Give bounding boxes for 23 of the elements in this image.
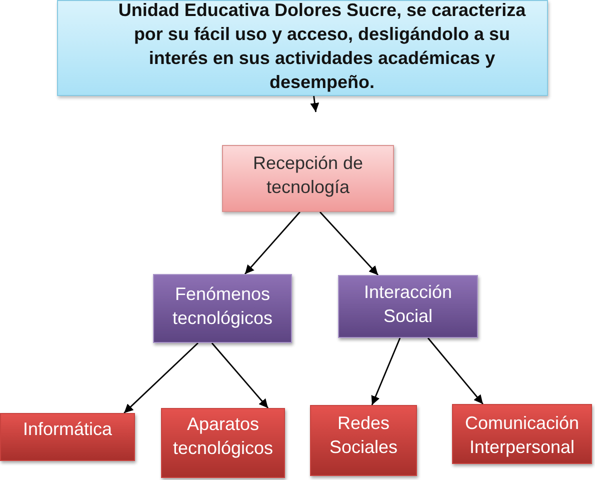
arrow xyxy=(427,338,484,404)
arrow xyxy=(211,342,269,408)
arrow xyxy=(310,96,320,112)
process-box xyxy=(310,405,417,476)
box-label: Interacción Social xyxy=(362,281,454,328)
box-label: Unidad Educativa Dolores Sucre, se caracteriza por su fácil uso y acceso, desligándolo a su interés en sus actividades académicas y desempeño. xyxy=(117,0,527,94)
process-box xyxy=(338,275,478,338)
box-label: Recepción de tecnología xyxy=(252,152,364,199)
process-box xyxy=(452,404,592,464)
box-label: Informática xyxy=(22,418,114,441)
arrow xyxy=(319,212,379,276)
box-label: Comunicación Interpersonal xyxy=(464,412,580,459)
process-box xyxy=(161,408,285,478)
process-box xyxy=(222,145,394,212)
process-box xyxy=(57,0,548,96)
arrow xyxy=(244,212,300,274)
process-box xyxy=(0,413,135,461)
box-label: Aparatos tecnológicos xyxy=(172,413,274,460)
box-label: Fenómenos tecnológicos xyxy=(171,283,274,330)
arrow xyxy=(371,338,401,406)
process-box xyxy=(153,274,292,343)
box-label: Redes Sociales xyxy=(328,412,399,459)
arrow xyxy=(124,342,198,414)
